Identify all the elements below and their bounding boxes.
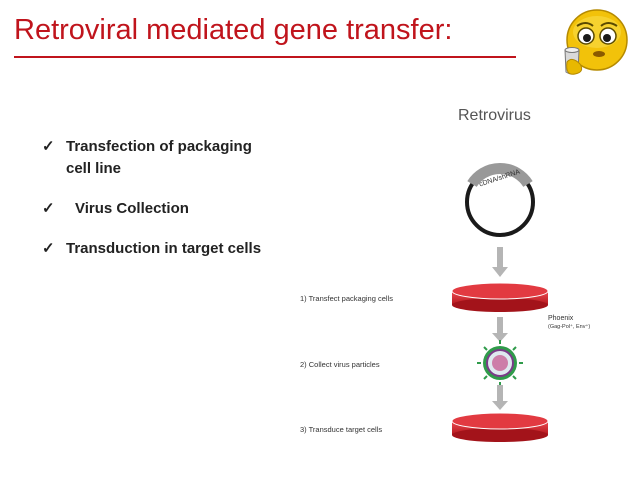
- bullet-list: ✓ Transfection of packaging cell line ✓ …: [36, 136, 266, 278]
- virus-particle-icon: [477, 340, 523, 386]
- retrovirus-diagram: Retrovirus cDNA/shRNA 1) Transfect packa…: [270, 95, 610, 465]
- title-underline: [14, 56, 516, 58]
- plasmid-insert-arc: [467, 162, 533, 188]
- bullet-item: ✓ Transfection of packaging cell line: [36, 136, 266, 180]
- emoji-with-cup-icon: [564, 9, 628, 75]
- bullet-text: Virus Collection: [75, 200, 189, 217]
- culture-dish-icon: [451, 412, 549, 442]
- down-arrow-icon: [492, 317, 508, 342]
- down-arrow-icon: [492, 385, 508, 410]
- step-3-label: 3) Transduce target cells: [300, 425, 382, 434]
- down-arrow-icon: [492, 247, 508, 277]
- bullet-item: ✓ Transduction in target cells: [36, 238, 266, 260]
- bullet-text: Transfection of packaging cell line: [66, 138, 252, 177]
- culture-dish-icon: [451, 282, 549, 312]
- checkmark-icon: ✓: [42, 200, 55, 217]
- cell-line-name: Phoenix: [548, 315, 574, 322]
- bullet-text: Transduction in target cells: [66, 240, 262, 257]
- cell-line-detail: (Gag-Pol⁺, Env⁺): [548, 323, 590, 330]
- diagram-title: Retrovirus: [458, 107, 531, 124]
- checkmark-icon: ✓: [42, 138, 55, 155]
- step-2-label: 2) Collect virus particles: [300, 360, 380, 369]
- step-1-label: 1) Transfect packaging cells: [300, 294, 393, 303]
- slide-title: Retroviral mediated gene transfer:: [14, 14, 453, 46]
- checkmark-icon: ✓: [42, 240, 55, 257]
- bullet-item: ✓ Virus Collection: [36, 198, 266, 220]
